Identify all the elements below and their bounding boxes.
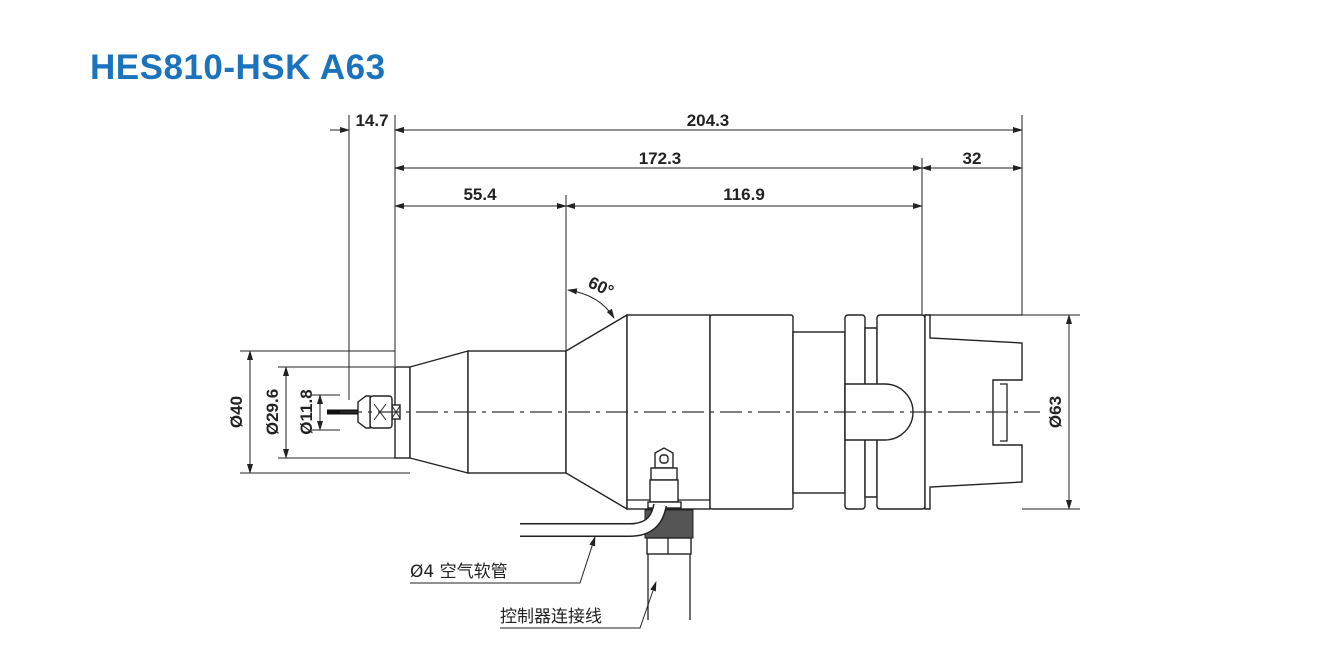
dim-204-3: 204.3 — [687, 111, 730, 130]
label-air-hose: Ø4 空气软管 — [410, 562, 508, 582]
dim-14-7: 14.7 — [355, 111, 388, 130]
page-title: HES810-HSK A63 — [90, 48, 386, 87]
dim-116-9: 116.9 — [723, 185, 765, 204]
dim-dia-63: Ø63 — [1046, 396, 1065, 428]
leader-controller-cable — [500, 581, 657, 629]
label-controller-cable: 控制器连接线 — [500, 607, 602, 627]
dim-32: 32 — [963, 149, 982, 168]
dim-55-4: 55.4 — [463, 185, 497, 204]
dim-dia-40: Ø40 — [227, 396, 246, 428]
dim-dia-29-6: Ø29.6 — [263, 389, 282, 435]
leader-air-hose — [410, 536, 596, 584]
dimension-lines — [247, 127, 1072, 510]
dim-172-3: 172.3 — [639, 149, 682, 168]
extension-lines — [240, 115, 1080, 510]
dim-dia-11-8: Ø11.8 — [297, 389, 316, 434]
air-fitting — [520, 447, 694, 620]
